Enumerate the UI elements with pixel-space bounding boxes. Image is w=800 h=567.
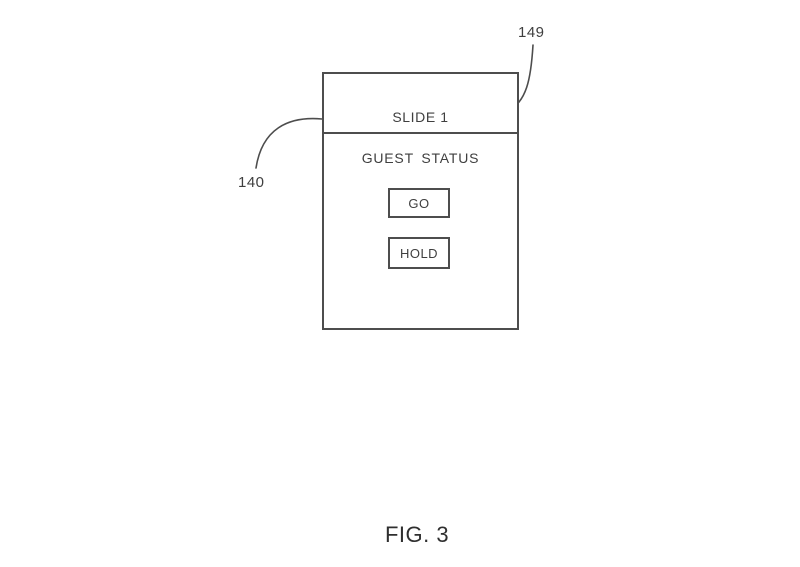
slide-title: SLIDE 1: [392, 109, 449, 125]
hold-button[interactable]: HOLD: [388, 237, 450, 269]
go-button[interactable]: GO: [388, 188, 450, 218]
ref-label-149: 149: [518, 24, 545, 41]
slide-window: SLIDE 1 GUEST STATUS GO HOLD: [322, 72, 519, 330]
guest-status-label: GUEST STATUS: [361, 150, 480, 166]
leader-line-140: [255, 117, 323, 169]
figure-caption: FIG. 3: [384, 522, 450, 547]
ref-label-140: 140: [238, 174, 265, 191]
slide-header: SLIDE 1: [324, 74, 517, 134]
